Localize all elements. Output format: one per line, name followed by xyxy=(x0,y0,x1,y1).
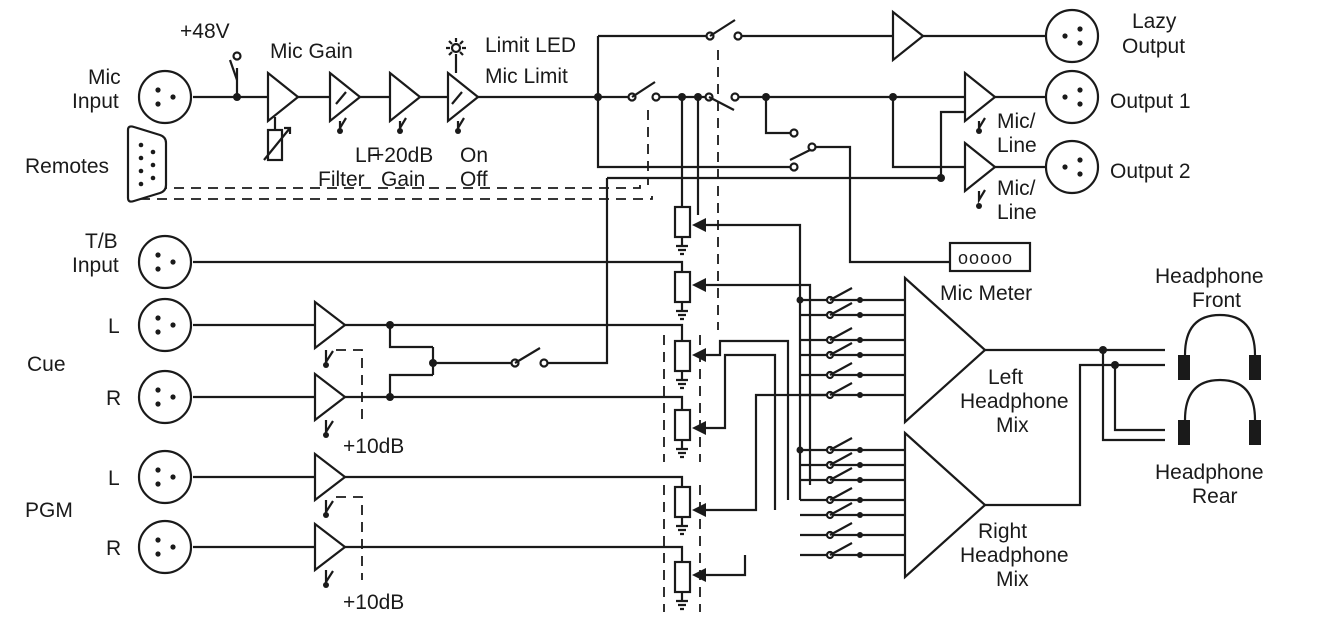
label-hp-rear-2: Rear xyxy=(1192,485,1238,508)
label-pgm-l: L xyxy=(108,467,120,490)
xlr-mic-input xyxy=(137,69,193,125)
level-pots xyxy=(673,205,706,611)
led-icon xyxy=(446,38,466,73)
diagram-labels: +48V Mic Gain Limit LED Mic Limit Lazy O… xyxy=(25,10,1264,614)
label-plus10-b: +10dB xyxy=(343,591,404,614)
label-mic-input-1: Mic xyxy=(88,66,121,89)
label-pgm: PGM xyxy=(25,499,73,522)
meter-glyphs: ooooo xyxy=(958,248,1013,268)
amplifier-icon xyxy=(266,9,997,580)
switch-icon xyxy=(228,19,986,588)
control-lines xyxy=(140,50,719,612)
label-remotes: Remotes xyxy=(25,155,109,178)
label-phantom: +48V xyxy=(180,20,230,43)
db9-connector-icon xyxy=(126,125,168,203)
xlr-pgm-l xyxy=(137,449,193,505)
label-output-2: Output 2 xyxy=(1110,160,1191,183)
label-micline-b2: Line xyxy=(997,201,1037,224)
label-micline-b1: Mic/ xyxy=(997,177,1036,200)
label-right-mix-1: Right xyxy=(978,520,1027,543)
label-gain20-2: Gain xyxy=(381,168,425,191)
label-gain20-1: +20dB xyxy=(372,144,433,167)
label-left-mix-2: Headphone xyxy=(960,390,1069,413)
label-hp-front-1: Headphone xyxy=(1155,265,1264,288)
label-lf-1: LF xyxy=(355,144,380,167)
label-right-mix-2: Headphone xyxy=(960,544,1069,567)
xlr-pgm-r xyxy=(137,519,193,575)
filter-marks xyxy=(335,91,463,105)
label-cue-l: L xyxy=(108,315,120,338)
label-right-mix-3: Mix xyxy=(996,568,1029,591)
headphone-icon xyxy=(1178,313,1261,445)
label-plus10-a: +10dB xyxy=(343,435,404,458)
label-limit-led: Limit LED xyxy=(485,34,576,57)
label-lf-2: Filter xyxy=(318,168,365,191)
signal-wires xyxy=(193,34,1165,577)
label-hp-front-2: Front xyxy=(1192,289,1241,312)
label-lazy-1: Lazy xyxy=(1132,10,1177,33)
junctions xyxy=(233,93,1119,454)
xlr-output-2 xyxy=(1044,139,1100,195)
label-mic-meter: Mic Meter xyxy=(940,282,1032,305)
mix-switch-matrix xyxy=(825,287,863,560)
label-micline-a1: Mic/ xyxy=(997,110,1036,133)
label-left-mix-3: Mix xyxy=(996,414,1029,437)
label-on: On xyxy=(460,144,488,167)
label-mic-input-2: Input xyxy=(72,90,119,113)
xlr-cue-l xyxy=(137,297,193,353)
label-mic-gain: Mic Gain xyxy=(270,40,353,63)
potentiometer-icon xyxy=(263,117,292,162)
label-tb-1: T/B xyxy=(85,230,118,253)
label-output-1: Output 1 xyxy=(1110,90,1191,113)
label-off: Off xyxy=(460,168,488,191)
label-left-mix-1: Left xyxy=(988,366,1023,389)
label-pgm-r: R xyxy=(106,537,121,560)
label-lazy-2: Output xyxy=(1122,35,1185,58)
xlr-lazy-output xyxy=(1044,8,1100,64)
label-micline-a2: Line xyxy=(997,134,1037,157)
label-mic-limit: Mic Limit xyxy=(485,65,568,88)
label-cue-r: R xyxy=(106,387,121,410)
label-cue: Cue xyxy=(27,353,66,376)
label-hp-rear-1: Headphone xyxy=(1155,461,1264,484)
xlr-output-1 xyxy=(1044,69,1100,125)
mic-meter: ooooo xyxy=(948,241,1032,273)
xlr-tb-input xyxy=(137,234,193,290)
label-tb-2: Input xyxy=(72,254,119,277)
xlr-cue-r xyxy=(137,369,193,425)
